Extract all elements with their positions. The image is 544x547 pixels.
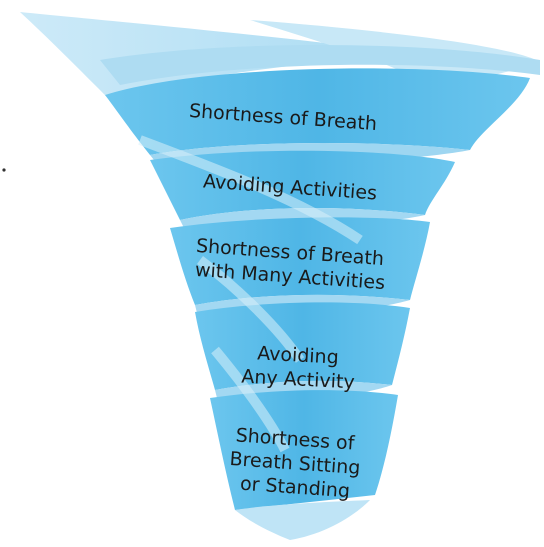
stage-4-label-line-1: Avoiding [257,342,340,368]
spiral-highlight [138,135,363,453]
band-1 [105,68,530,155]
funnel-tip [235,500,370,540]
band-5 [210,390,398,510]
band-4 [195,302,410,390]
margin-dot [2,168,6,172]
ribbon-top-back [100,45,540,85]
